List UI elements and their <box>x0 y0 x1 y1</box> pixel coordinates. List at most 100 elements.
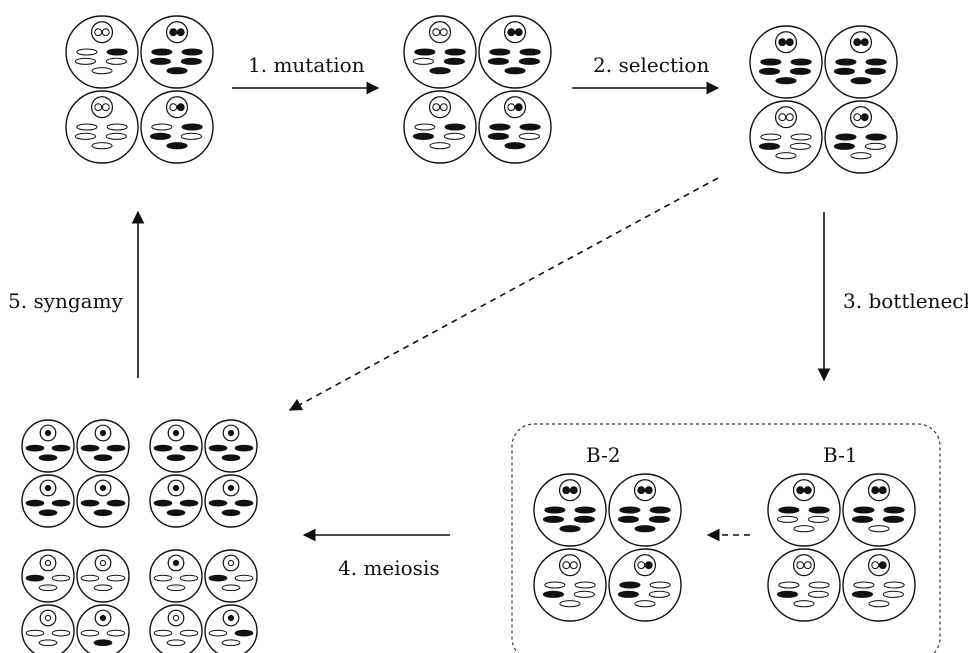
allele-dot <box>514 103 523 112</box>
wildtype-organelle <box>106 629 126 637</box>
gamete-cell <box>21 419 75 473</box>
wildtype-organelle <box>544 581 566 589</box>
mutant-organelle <box>489 123 511 131</box>
allele-dot <box>176 103 185 112</box>
mutant-organelle <box>617 590 640 598</box>
allele-dot <box>871 561 880 570</box>
mutant-organelle <box>833 142 856 150</box>
allele-dot <box>44 429 52 437</box>
allele-dot <box>644 561 653 570</box>
cell-membrane <box>76 604 130 653</box>
mutant-organelle <box>648 515 670 523</box>
mutant-organelle <box>179 444 199 452</box>
gamete-cell <box>21 604 75 653</box>
mutant-organelle <box>778 506 800 514</box>
wildtype-organelle <box>868 600 890 608</box>
cell-membrane <box>149 549 203 603</box>
mutant-organelle <box>166 67 188 75</box>
wildtype-organelle <box>25 629 45 637</box>
allele-dot <box>778 113 787 122</box>
wildtype-organelle <box>883 581 905 589</box>
wildtype-organelle <box>760 133 782 141</box>
mutant-organelle <box>865 58 887 66</box>
allele-dot <box>803 486 812 495</box>
cell-membrane <box>403 90 477 164</box>
gamete-cell <box>149 474 203 528</box>
wildtype-organelle <box>106 123 128 131</box>
wildtype-organelle <box>807 515 829 523</box>
wildtype-organelle <box>179 629 199 637</box>
wildtype-organelle <box>518 132 540 140</box>
bottleneck-label: 3. bottleneck <box>843 289 968 313</box>
allele-dot <box>176 28 185 37</box>
mutant-organelle <box>208 574 228 582</box>
allele-dot <box>44 484 52 492</box>
wildtype-organelle <box>105 57 127 65</box>
gamete-cell <box>149 419 203 473</box>
mutant-organelle <box>619 581 641 589</box>
allele-dot <box>569 561 578 570</box>
mutant-organelle <box>221 509 241 517</box>
allele-dot <box>860 38 869 47</box>
allele-dot <box>227 559 235 567</box>
allele-dot <box>94 103 103 112</box>
gamete-cell <box>204 419 258 473</box>
mutant-organelle <box>166 454 186 462</box>
allele-dot <box>637 561 646 570</box>
cell-group-gametes <box>21 419 258 653</box>
diploid-cell <box>533 473 607 547</box>
b2-label: B-2 <box>586 443 621 467</box>
cell-group-b2 <box>533 473 682 622</box>
mutant-organelle <box>149 57 172 65</box>
wildtype-organelle <box>91 142 113 150</box>
mutant-organelle <box>93 639 113 647</box>
diploid-cell <box>140 15 214 89</box>
wildtype-organelle <box>221 584 241 592</box>
wildtype-organelle <box>74 132 97 140</box>
cell-membrane <box>478 90 552 164</box>
wildtype-organelle <box>166 584 186 592</box>
wildtype-organelle <box>790 133 812 141</box>
mutant-organelle <box>487 132 510 140</box>
mutant-organelle <box>574 506 596 514</box>
wildtype-organelle <box>776 515 799 523</box>
allele-dot <box>99 614 107 622</box>
allele-dot <box>172 484 180 492</box>
mutant-organelle <box>544 506 566 514</box>
cell-membrane <box>21 549 75 603</box>
mutant-organelle <box>151 48 173 56</box>
wildtype-organelle <box>443 132 465 140</box>
cell-membrane <box>767 548 841 622</box>
gamete-cell <box>21 474 75 528</box>
diploid-cell <box>403 90 477 164</box>
allele-dot <box>785 38 794 47</box>
allele-dot <box>169 103 178 112</box>
mutant-organelle <box>93 454 113 462</box>
mutant-organelle <box>617 515 640 523</box>
mutant-organelle <box>25 499 45 507</box>
cell-membrane <box>65 15 139 89</box>
allele-dot <box>44 559 52 567</box>
allele-dot <box>853 113 862 122</box>
mutant-organelle <box>542 590 565 598</box>
wildtype-organelle <box>180 132 202 140</box>
diploid-cell <box>65 90 139 164</box>
mutant-organelle <box>234 499 254 507</box>
allele-dot <box>44 614 52 622</box>
cell-membrane <box>149 604 203 653</box>
allele-dot <box>169 28 178 37</box>
diploid-cell <box>533 548 607 622</box>
wildtype-organelle <box>574 581 596 589</box>
mutant-organelle <box>414 48 436 56</box>
allele-dot <box>569 486 578 495</box>
mutant-organelle <box>487 57 510 65</box>
bottleneck-box <box>511 423 941 653</box>
allele-dot <box>99 429 107 437</box>
mutant-organelle <box>208 444 228 452</box>
mutant-organelle <box>166 142 188 150</box>
wildtype-organelle <box>778 581 800 589</box>
mutant-organelle <box>519 48 541 56</box>
mutant-organelle <box>153 499 173 507</box>
